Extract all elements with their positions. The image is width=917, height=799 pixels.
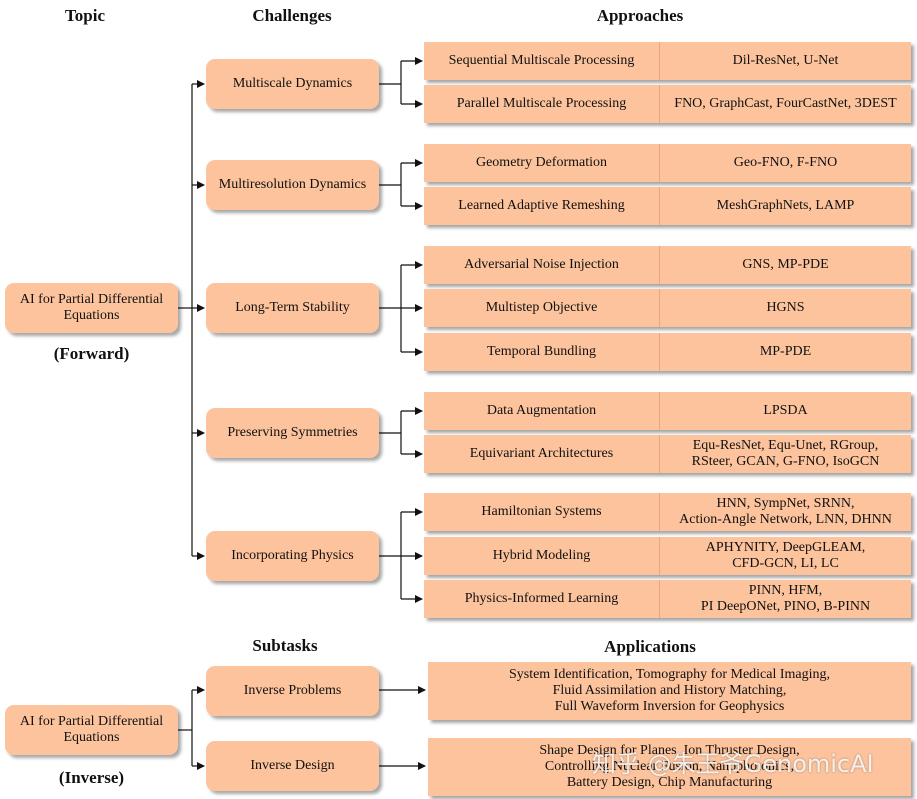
approach-methods: FNO, GraphCast, FourCastNet, 3DEST bbox=[674, 96, 897, 111]
forward-label: (Forward) bbox=[53, 344, 130, 363]
approach-row: Geometry Deformation Geo-FNO, F-FNO bbox=[424, 144, 911, 182]
approach-methods: PINN, HFM, PI DeepONet, PINO, B-PINN bbox=[700, 583, 871, 614]
forward-topic-label: AI for Partial Differential Equations bbox=[19, 292, 164, 323]
approach-methods: GNS, MP-PDE bbox=[742, 257, 829, 272]
approach-name: Hybrid Modeling bbox=[424, 537, 660, 575]
approach-name: Geometry Deformation bbox=[424, 144, 660, 182]
approach-row: Equivariant Architectures Equ-ResNet, Eq… bbox=[424, 435, 911, 473]
approach-row: Learned Adaptive Remeshing MeshGraphNets… bbox=[424, 187, 911, 225]
approach-methods: HGNS bbox=[766, 300, 805, 315]
forward-topic-box: AI for Partial Differential Equations bbox=[5, 283, 178, 333]
approach-row: Hamiltonian Systems HNN, SympNet, SRNN, … bbox=[424, 493, 911, 531]
approach-row: Multistep Objective HGNS bbox=[424, 289, 911, 327]
header-challenges: Challenges bbox=[252, 6, 332, 25]
approach-row: Sequential Multiscale Processing Dil-Res… bbox=[424, 42, 911, 80]
header-approaches: Approaches bbox=[596, 6, 684, 25]
approach-row: Physics-Informed Learning PINN, HFM, PI … bbox=[424, 580, 911, 618]
approach-row: Parallel Multiscale Processing FNO, Grap… bbox=[424, 85, 911, 123]
approach-methods: HNN, SympNet, SRNN, Action-Angle Network… bbox=[679, 496, 892, 527]
approach-name: Temporal Bundling bbox=[424, 333, 660, 371]
header-subtasks: Subtasks bbox=[252, 636, 318, 655]
approach-name: Adversarial Noise Injection bbox=[424, 246, 660, 284]
approach-methods: LPSDA bbox=[763, 403, 808, 418]
applications-inverse-design: Shape Design for Planes, Ion Thruster De… bbox=[428, 738, 911, 796]
approach-name: Sequential Multiscale Processing bbox=[424, 42, 660, 80]
challenge-preserving-symmetries: Preserving Symmetries bbox=[206, 408, 379, 458]
challenge-multiscale-dynamics: Multiscale Dynamics bbox=[206, 59, 379, 109]
approach-name: Data Augmentation bbox=[424, 392, 660, 430]
approach-methods: Equ-ResNet, Equ-Unet, RGroup, RSteer, GC… bbox=[691, 438, 880, 469]
approach-row: Temporal Bundling MP-PDE bbox=[424, 333, 911, 371]
inverse-topic-box: AI for Partial Differential Equations bbox=[5, 705, 178, 755]
inverse-label: (Inverse) bbox=[58, 768, 125, 787]
header-topic: Topic bbox=[64, 6, 105, 25]
challenge-incorporating-physics: Incorporating Physics bbox=[206, 531, 379, 581]
approach-row: Adversarial Noise Injection GNS, MP-PDE bbox=[424, 246, 911, 284]
approach-name: Equivariant Architectures bbox=[424, 435, 660, 473]
approach-name: Physics-Informed Learning bbox=[424, 580, 660, 618]
subtask-inverse-problems: Inverse Problems bbox=[206, 666, 379, 716]
challenge-multiresolution-dynamics: Multiresolution Dynamics bbox=[206, 160, 379, 210]
subtask-inverse-design: Inverse Design bbox=[206, 741, 379, 791]
watermark: 知乎 @朱王爷GenomicAI bbox=[592, 750, 874, 778]
approach-methods: Dil-ResNet, U-Net bbox=[732, 53, 839, 68]
approach-methods: MeshGraphNets, LAMP bbox=[716, 198, 855, 213]
approach-name: Learned Adaptive Remeshing bbox=[424, 187, 660, 225]
approach-name: Hamiltonian Systems bbox=[424, 493, 660, 531]
approach-methods: MP-PDE bbox=[759, 344, 812, 359]
approach-row: Data Augmentation LPSDA bbox=[424, 392, 911, 430]
approach-methods: APHYNITY, DeepGLEAM, CFD-GCN, LI, LC bbox=[705, 540, 866, 571]
approach-name: Multistep Objective bbox=[424, 289, 660, 327]
challenge-long-term-stability: Long-Term Stability bbox=[206, 283, 379, 333]
approach-methods: Geo-FNO, F-FNO bbox=[733, 155, 838, 170]
approach-name: Parallel Multiscale Processing bbox=[424, 85, 660, 123]
applications-inverse-problems: System Identification, Tomography for Me… bbox=[428, 662, 911, 720]
header-applications: Applications bbox=[604, 637, 696, 656]
inverse-topic-label: AI for Partial Differential Equations bbox=[19, 714, 164, 745]
approach-row: Hybrid Modeling APHYNITY, DeepGLEAM, CFD… bbox=[424, 537, 911, 575]
